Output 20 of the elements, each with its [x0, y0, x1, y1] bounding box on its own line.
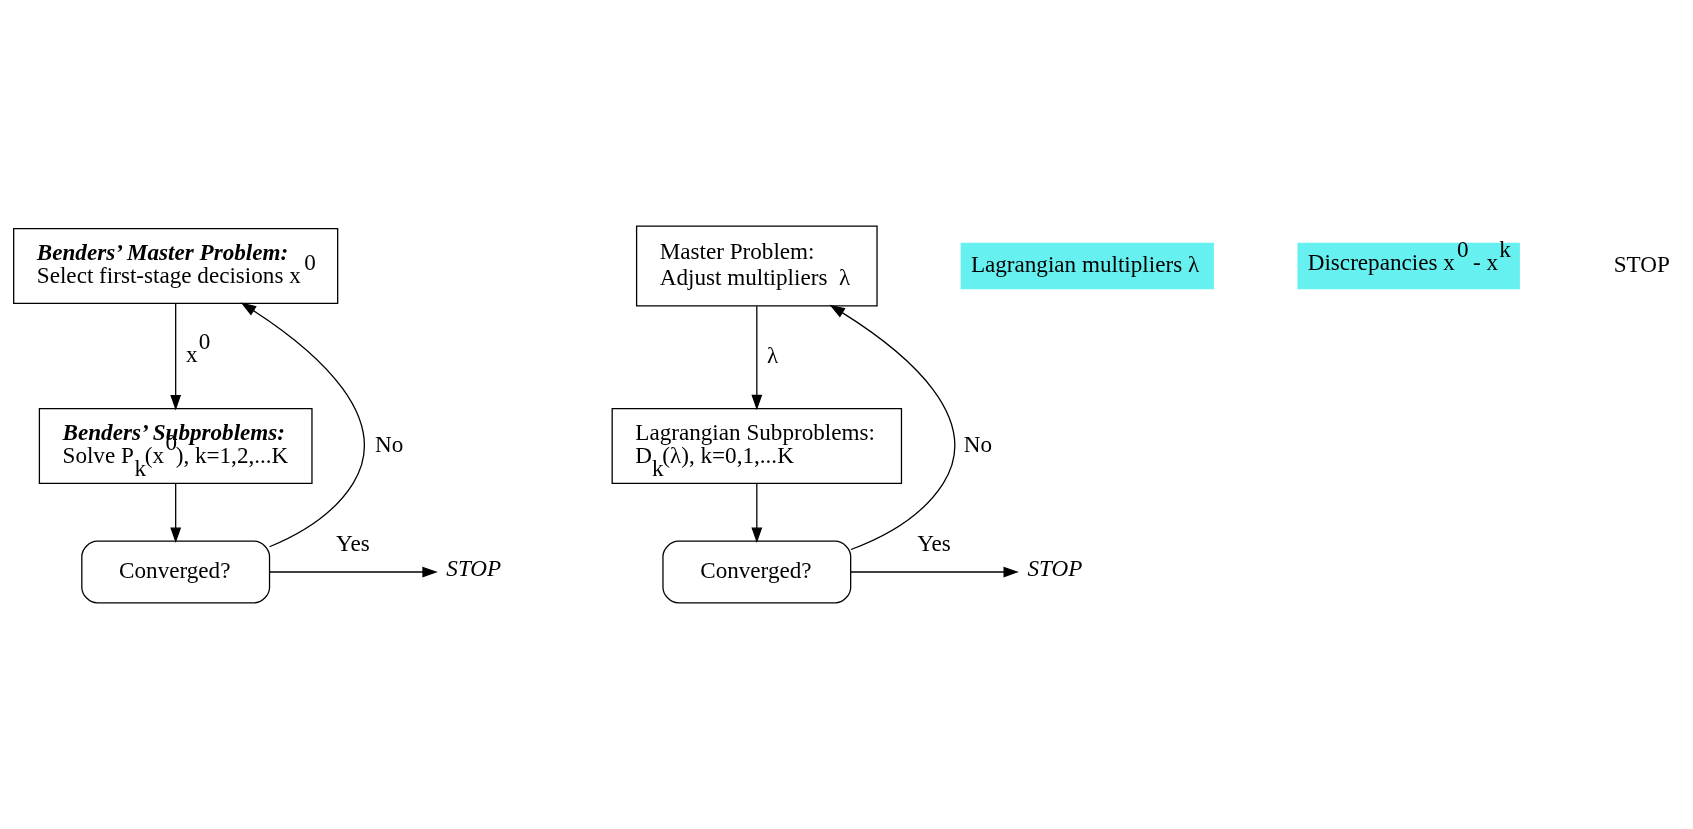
edge-label: No	[963, 430, 993, 457]
arrow	[269, 566, 438, 578]
edge-label: No	[374, 430, 404, 457]
label: STOP	[1613, 250, 1670, 277]
node-box: Master Problem: Adjust multipliers λ	[635, 225, 878, 307]
arrow	[170, 302, 182, 411]
arrow	[829, 304, 956, 551]
node-box: Converged?	[81, 540, 271, 604]
edge-label: Yes	[336, 529, 370, 556]
edge-label: Yes	[917, 529, 951, 556]
label: Lagrangian multipliers λ	[970, 250, 1200, 277]
node-text: STOP	[1027, 555, 1083, 582]
node-box: Converged?	[662, 540, 852, 604]
edge-label: λ	[767, 341, 779, 368]
arrow	[751, 305, 763, 411]
arrow	[751, 482, 763, 544]
arrow	[240, 302, 365, 548]
arrow	[170, 482, 182, 544]
arrow	[850, 566, 1019, 578]
node-text: STOP	[446, 555, 502, 582]
